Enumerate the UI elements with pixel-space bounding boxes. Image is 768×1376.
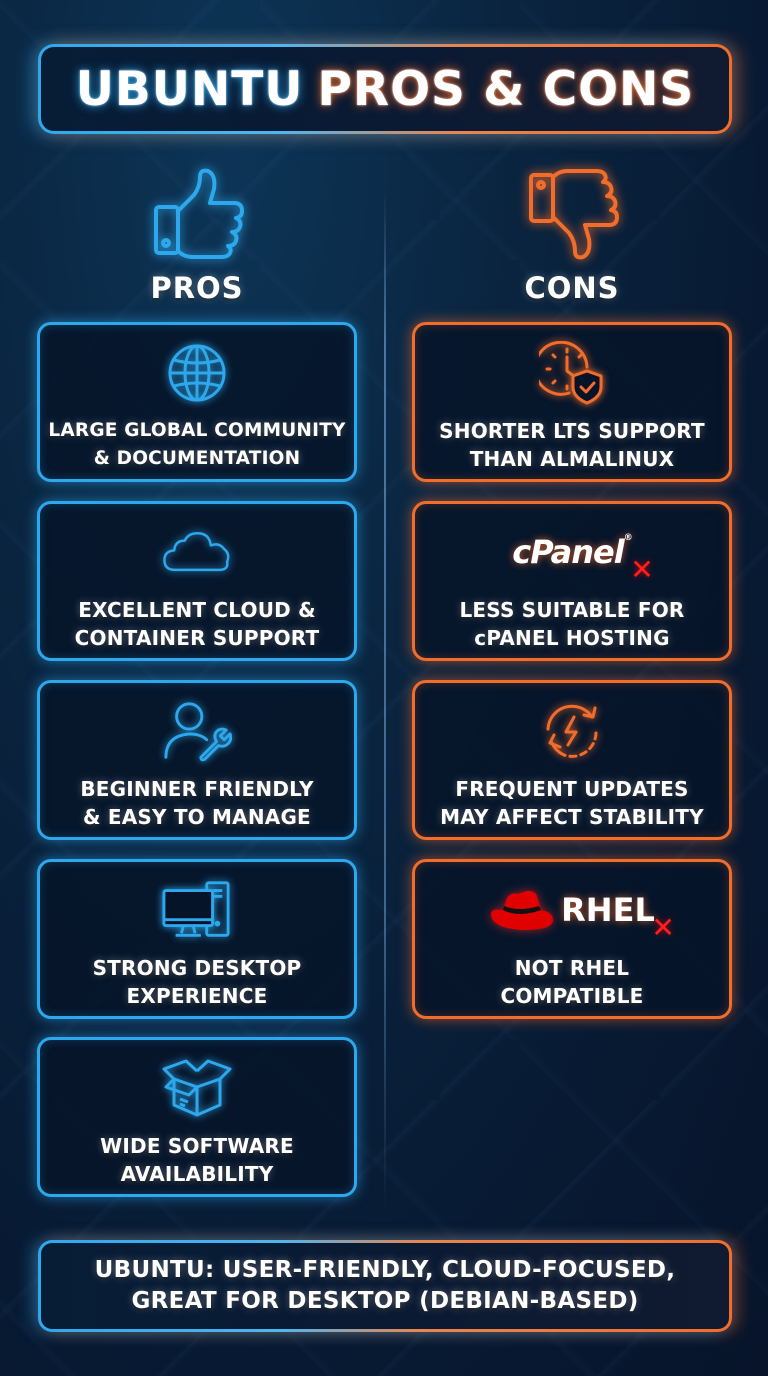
pro-card-community: LARGE GLOBAL COMMUNITY & DOCUMENTATION	[37, 322, 357, 482]
x-mark-icon: ✕	[630, 553, 654, 586]
label-line-2: COMPATIBLE	[500, 984, 644, 1008]
label-line-2: & EASY TO MANAGE	[83, 805, 311, 829]
con-label: FREQUENT UPDATES MAY AFFECT STABILITY	[440, 775, 704, 831]
label-line-1: WIDE SOFTWARE	[100, 1134, 294, 1158]
label-line-2: THAN ALMALINUX	[469, 447, 675, 471]
pros-header: PROS	[37, 165, 357, 305]
summary-line-2: GREAT FOR DESKTOP (DEBIAN-BASED)	[131, 1288, 639, 1314]
pro-card-software: WIDE SOFTWARE AVAILABILITY	[37, 1037, 357, 1197]
pro-label: LARGE GLOBAL COMMUNITY & DOCUMENTATION	[48, 417, 345, 473]
label-line-1: EXCELLENT CLOUD &	[78, 598, 316, 622]
pro-label: STRONG DESKTOP EXPERIENCE	[93, 954, 302, 1010]
label-line-2: & DOCUMENTATION	[93, 448, 301, 469]
refresh-lightning-icon	[537, 697, 607, 765]
label-line-1: STRONG DESKTOP	[92, 956, 302, 980]
thumbs-down-icon	[529, 169, 619, 260]
con-card-rhel: RHEL ✕ NOT RHEL COMPATIBLE	[412, 859, 732, 1019]
cloud-icon	[162, 518, 232, 586]
cons-heading: CONS	[524, 271, 620, 305]
open-box-icon	[162, 1054, 232, 1122]
title-banner: UBUNTU PROS & CONS	[38, 44, 732, 134]
cons-header: CONS	[412, 165, 732, 305]
pro-card-cloud: EXCELLENT CLOUD & CONTAINER SUPPORT	[37, 501, 357, 661]
label-line-1: BEGINNER FRIENDLY	[80, 777, 314, 801]
cpanel-logo: cPanel®	[512, 533, 632, 571]
pro-label: WIDE SOFTWARE AVAILABILITY	[100, 1132, 294, 1188]
con-label: NOT RHEL COMPATIBLE	[500, 954, 643, 1010]
pro-label: BEGINNER FRIENDLY & EASY TO MANAGE	[80, 775, 313, 831]
title-ubuntu: UBUNTU	[75, 61, 304, 117]
pros-heading: PROS	[150, 271, 244, 305]
user-wrench-icon	[162, 697, 232, 765]
redhat-logo-x-icon: RHEL ✕	[489, 876, 675, 944]
con-card-cpanel: cPanel® ✕ LESS SUITABLE FOR cPANEL HOSTI…	[412, 501, 732, 661]
redhat-hat-icon	[491, 890, 554, 930]
label-line-2: cPANEL HOSTING	[474, 626, 670, 650]
con-card-lts: SHORTER LTS SUPPORT THAN ALMALINUX	[412, 322, 732, 482]
rhel-logo-text: RHEL	[561, 891, 655, 929]
con-label: LESS SUITABLE FOR cPANEL HOSTING	[459, 596, 684, 652]
x-mark-icon: ✕	[651, 911, 675, 944]
globe-icon	[162, 339, 232, 407]
label-line-1: FREQUENT UPDATES	[455, 777, 689, 801]
label-line-2: AVAILABILITY	[120, 1162, 274, 1186]
pro-card-desktop: STRONG DESKTOP EXPERIENCE	[37, 859, 357, 1019]
label-line-1: SHORTER LTS SUPPORT	[439, 419, 705, 443]
label-line-1: LARGE GLOBAL COMMUNITY	[48, 420, 346, 441]
con-label: SHORTER LTS SUPPORT THAN ALMALINUX	[439, 417, 705, 473]
summary-line-1: UBUNTU: USER-FRIENDLY, CLOUD-FOCUSED,	[94, 1257, 676, 1283]
label-line-1: NOT RHEL	[514, 956, 630, 980]
label-line-2: MAY AFFECT STABILITY	[440, 805, 704, 829]
con-card-updates: FREQUENT UPDATES MAY AFFECT STABILITY	[412, 680, 732, 840]
label-line-2: EXPERIENCE	[126, 984, 268, 1008]
column-divider	[384, 190, 386, 1210]
clock-shield-icon	[537, 339, 607, 407]
thumbs-up-icon	[154, 168, 244, 259]
label-line-1: LESS SUITABLE FOR	[459, 598, 685, 622]
label-line-2: CONTAINER SUPPORT	[74, 626, 320, 650]
pro-card-beginner: BEGINNER FRIENDLY & EASY TO MANAGE	[37, 680, 357, 840]
summary-banner: UBUNTU: USER-FRIENDLY, CLOUD-FOCUSED, GR…	[38, 1240, 732, 1332]
desktop-computer-icon	[162, 876, 232, 944]
title-pros-cons: PROS & CONS	[317, 61, 695, 117]
cpanel-logo-x-icon: cPanel® ✕	[512, 518, 653, 586]
pro-label: EXCELLENT CLOUD & CONTAINER SUPPORT	[75, 596, 320, 652]
